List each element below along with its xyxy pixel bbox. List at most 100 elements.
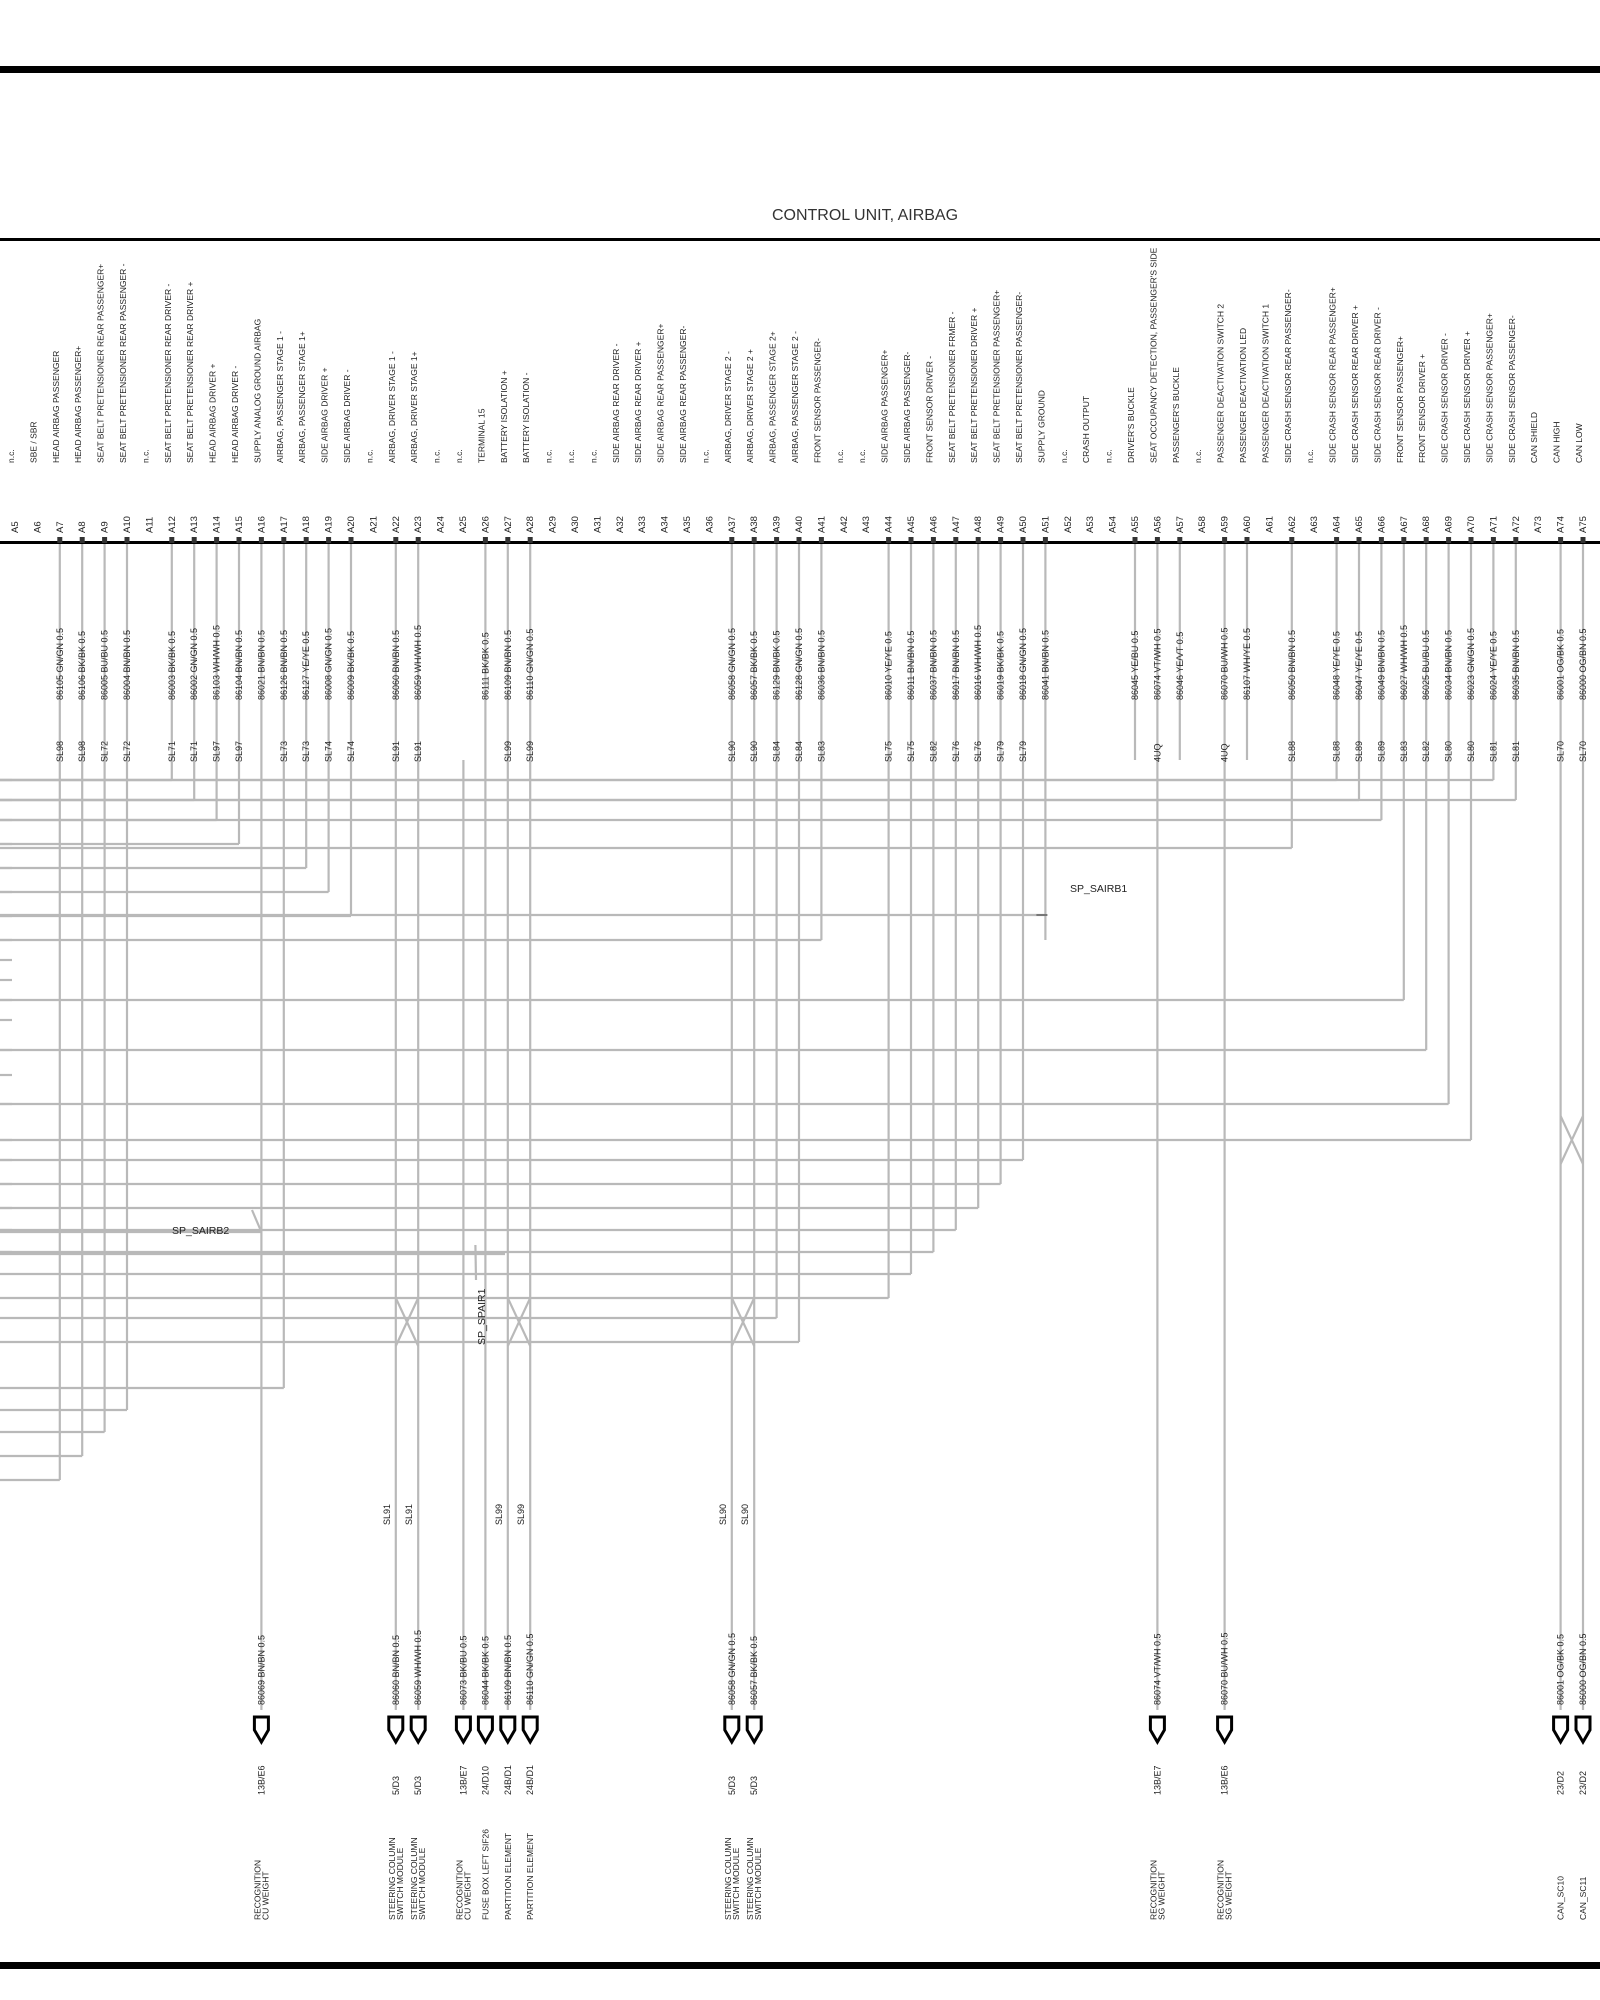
wire-label: 86060 BN/BN 0.5 (391, 630, 401, 700)
splice-wire (250, 1209, 263, 1233)
wire-sl-code: SL75 (906, 741, 916, 762)
wire-label: 86109 BN/BN 0.5 (503, 630, 513, 700)
connector-wire-label: 86110 GN/GN 0.5 (525, 1634, 535, 1705)
connector-terminal (387, 1715, 405, 1745)
wire-label: 86000 OG/BN 0.5 (1578, 628, 1588, 700)
pin-number: A68 (1421, 516, 1432, 533)
wire-sl-code: SL84 (772, 741, 782, 762)
wire-sl-code: SL83 (816, 741, 826, 762)
pin-terminal (415, 537, 421, 543)
lower-sl-code: SL99 (516, 1504, 526, 1525)
wire-sl-code: SL81 (1511, 741, 1521, 762)
pin-number: A47 (951, 516, 962, 533)
pin-terminal (1020, 537, 1026, 543)
pin-function-label: AIRBAG, PASSENGER STAGE 2 - (790, 331, 800, 463)
wire-label: 86045 YE/BU 0.5 (1130, 631, 1140, 700)
pin-number: A59 (1220, 516, 1231, 533)
wire-sl-code: SL99 (525, 741, 535, 762)
wire-sl-code: SL76 (951, 741, 961, 762)
connector-component-label: SWITCH MODULE (395, 1847, 405, 1920)
wire-sl-code: SL76 (973, 741, 983, 762)
connector-component-label: RECOGNITION (252, 1860, 262, 1920)
pin-function-label: n.c. (588, 449, 598, 463)
connector-wire-label: 86060 BN/BN 0.5 (391, 1635, 401, 1705)
pin-function-label: n.c. (544, 449, 554, 463)
pin-number: A71 (1488, 516, 1499, 533)
connector-terminal (1148, 1715, 1166, 1745)
lower-sl-code: SL91 (382, 1504, 392, 1525)
pin-number: A51 (1040, 516, 1051, 533)
pin-function-label: SIDE AIRBAG DRIVER + (320, 367, 330, 463)
wire-sl-code: SL91 (413, 741, 423, 762)
connector-code: 24/D10 (480, 1766, 490, 1795)
wire-label: 86047 YE/YE 0.5 (1354, 631, 1364, 700)
pin-terminal (1446, 537, 1452, 543)
wire-sl-code: SL79 (1018, 741, 1028, 762)
wire-label: 86041 BN/BN 0.5 (1040, 630, 1050, 700)
pin-function-label: AIRBAG, DRIVER STAGE 1 - (387, 351, 397, 463)
pin-function-label: SIDE CRASH SENSOR DRIVER - (1440, 333, 1450, 463)
pin-function-label: AIRBAG, PASSENGER STAGE 2+ (768, 331, 778, 463)
wire-label: 86104 BN/BN 0.5 (234, 630, 244, 700)
connector-terminal (454, 1715, 472, 1745)
connector-wire-label: 86070 BU/WH 0.5 (1220, 1632, 1230, 1705)
pin-function-label: SIDE CRASH SENSOR REAR DRIVER + (1350, 305, 1360, 463)
pin-number: A75 (1578, 516, 1589, 533)
wire-sl-code: SL90 (727, 741, 737, 762)
wire-label: 86003 BK/BK 0.5 (167, 631, 177, 700)
wire-sl-code: SL73 (279, 741, 289, 762)
pin-function-label: FRONT SENSOR DRIVER - (924, 356, 934, 463)
wire-label: 86058 GN/GN 0.5 (727, 628, 737, 700)
connector-wire-label: 86073 BK/BU 0.5 (458, 1635, 468, 1705)
pin-function-label: SUPPLY ANALOG GROUND AIRBAG (252, 319, 262, 463)
pin-terminal (236, 537, 242, 543)
connector-terminal (499, 1715, 517, 1745)
wire-sl-code: SL89 (1376, 741, 1386, 762)
pin-function-label: CRASH OUTPUT (1081, 396, 1091, 463)
pin-number: A45 (906, 516, 917, 533)
pin-function-label: n.c. (432, 449, 442, 463)
wire-sl-code: SL83 (1399, 741, 1409, 762)
wire-sl-code: SL88 (1287, 741, 1297, 762)
wire-sl-code: 4UQ (1220, 743, 1230, 762)
pin-terminal (1132, 537, 1138, 543)
pin-number: A32 (615, 516, 626, 533)
pin-terminal (214, 537, 220, 543)
connector-wire-label: 86069 BN/BN 0.5 (256, 1635, 266, 1705)
connector-code: 23/D2 (1556, 1771, 1566, 1795)
wire-label: 86023 GN/GN 0.5 (1466, 628, 1476, 700)
pin-number: A35 (682, 516, 693, 533)
connector-code: 13B/E7 (1152, 1765, 1162, 1795)
wire-sl-code: SL75 (884, 741, 894, 762)
wire-label: 86111 BK/BK 0.5 (480, 632, 490, 700)
pin-terminal (796, 537, 802, 543)
wire-label: 86074 VT/WH 0.5 (1152, 628, 1162, 700)
wire-label: 86004 BN/BN 0.5 (122, 630, 132, 700)
connector-component-label: CU WEIGHT (462, 1871, 472, 1920)
top-border (0, 66, 1600, 73)
pin-function-label: HEAD AIRBAG DRIVER + (208, 364, 218, 463)
wire-label: 86129 BN/BK 0.5 (772, 630, 782, 700)
connector-wire-label: 86057 BK/BK 0.5 (749, 1636, 759, 1705)
wire-label: 86005 BU/BU 0.5 (100, 630, 110, 700)
wire-label: 86048 YE/YE 0.5 (1332, 631, 1342, 700)
pin-number: A69 (1444, 516, 1455, 533)
wire-sl-code: SL71 (189, 741, 199, 762)
connector-wire-label: 86058 GN/GN 0.5 (727, 1633, 737, 1705)
pin-number: A42 (839, 516, 850, 533)
pin-function-label: SBE / SBR (28, 421, 38, 463)
connector-wire-label: 86001 OG/BK 0.5 (1556, 1634, 1566, 1705)
pin-number: A5 (10, 521, 21, 533)
pin-terminal (1490, 537, 1496, 543)
wire-label: 86037 BN/BN 0.5 (928, 630, 938, 700)
pin-number: A9 (100, 521, 111, 533)
pin-terminal (1580, 537, 1586, 543)
pin-number: A60 (1242, 516, 1253, 533)
connector-component-label: SWITCH MODULE (753, 1847, 763, 1920)
pin-function-label: HEAD AIRBAG DRIVER - (230, 366, 240, 463)
connector-wire-label: 86044 BK/BK 0.5 (480, 1636, 490, 1705)
connector-terminal (745, 1715, 763, 1745)
pin-number: A58 (1197, 516, 1208, 533)
pin-terminal (975, 537, 981, 543)
connector-component-label: RECOGNITION (1148, 1860, 1158, 1920)
